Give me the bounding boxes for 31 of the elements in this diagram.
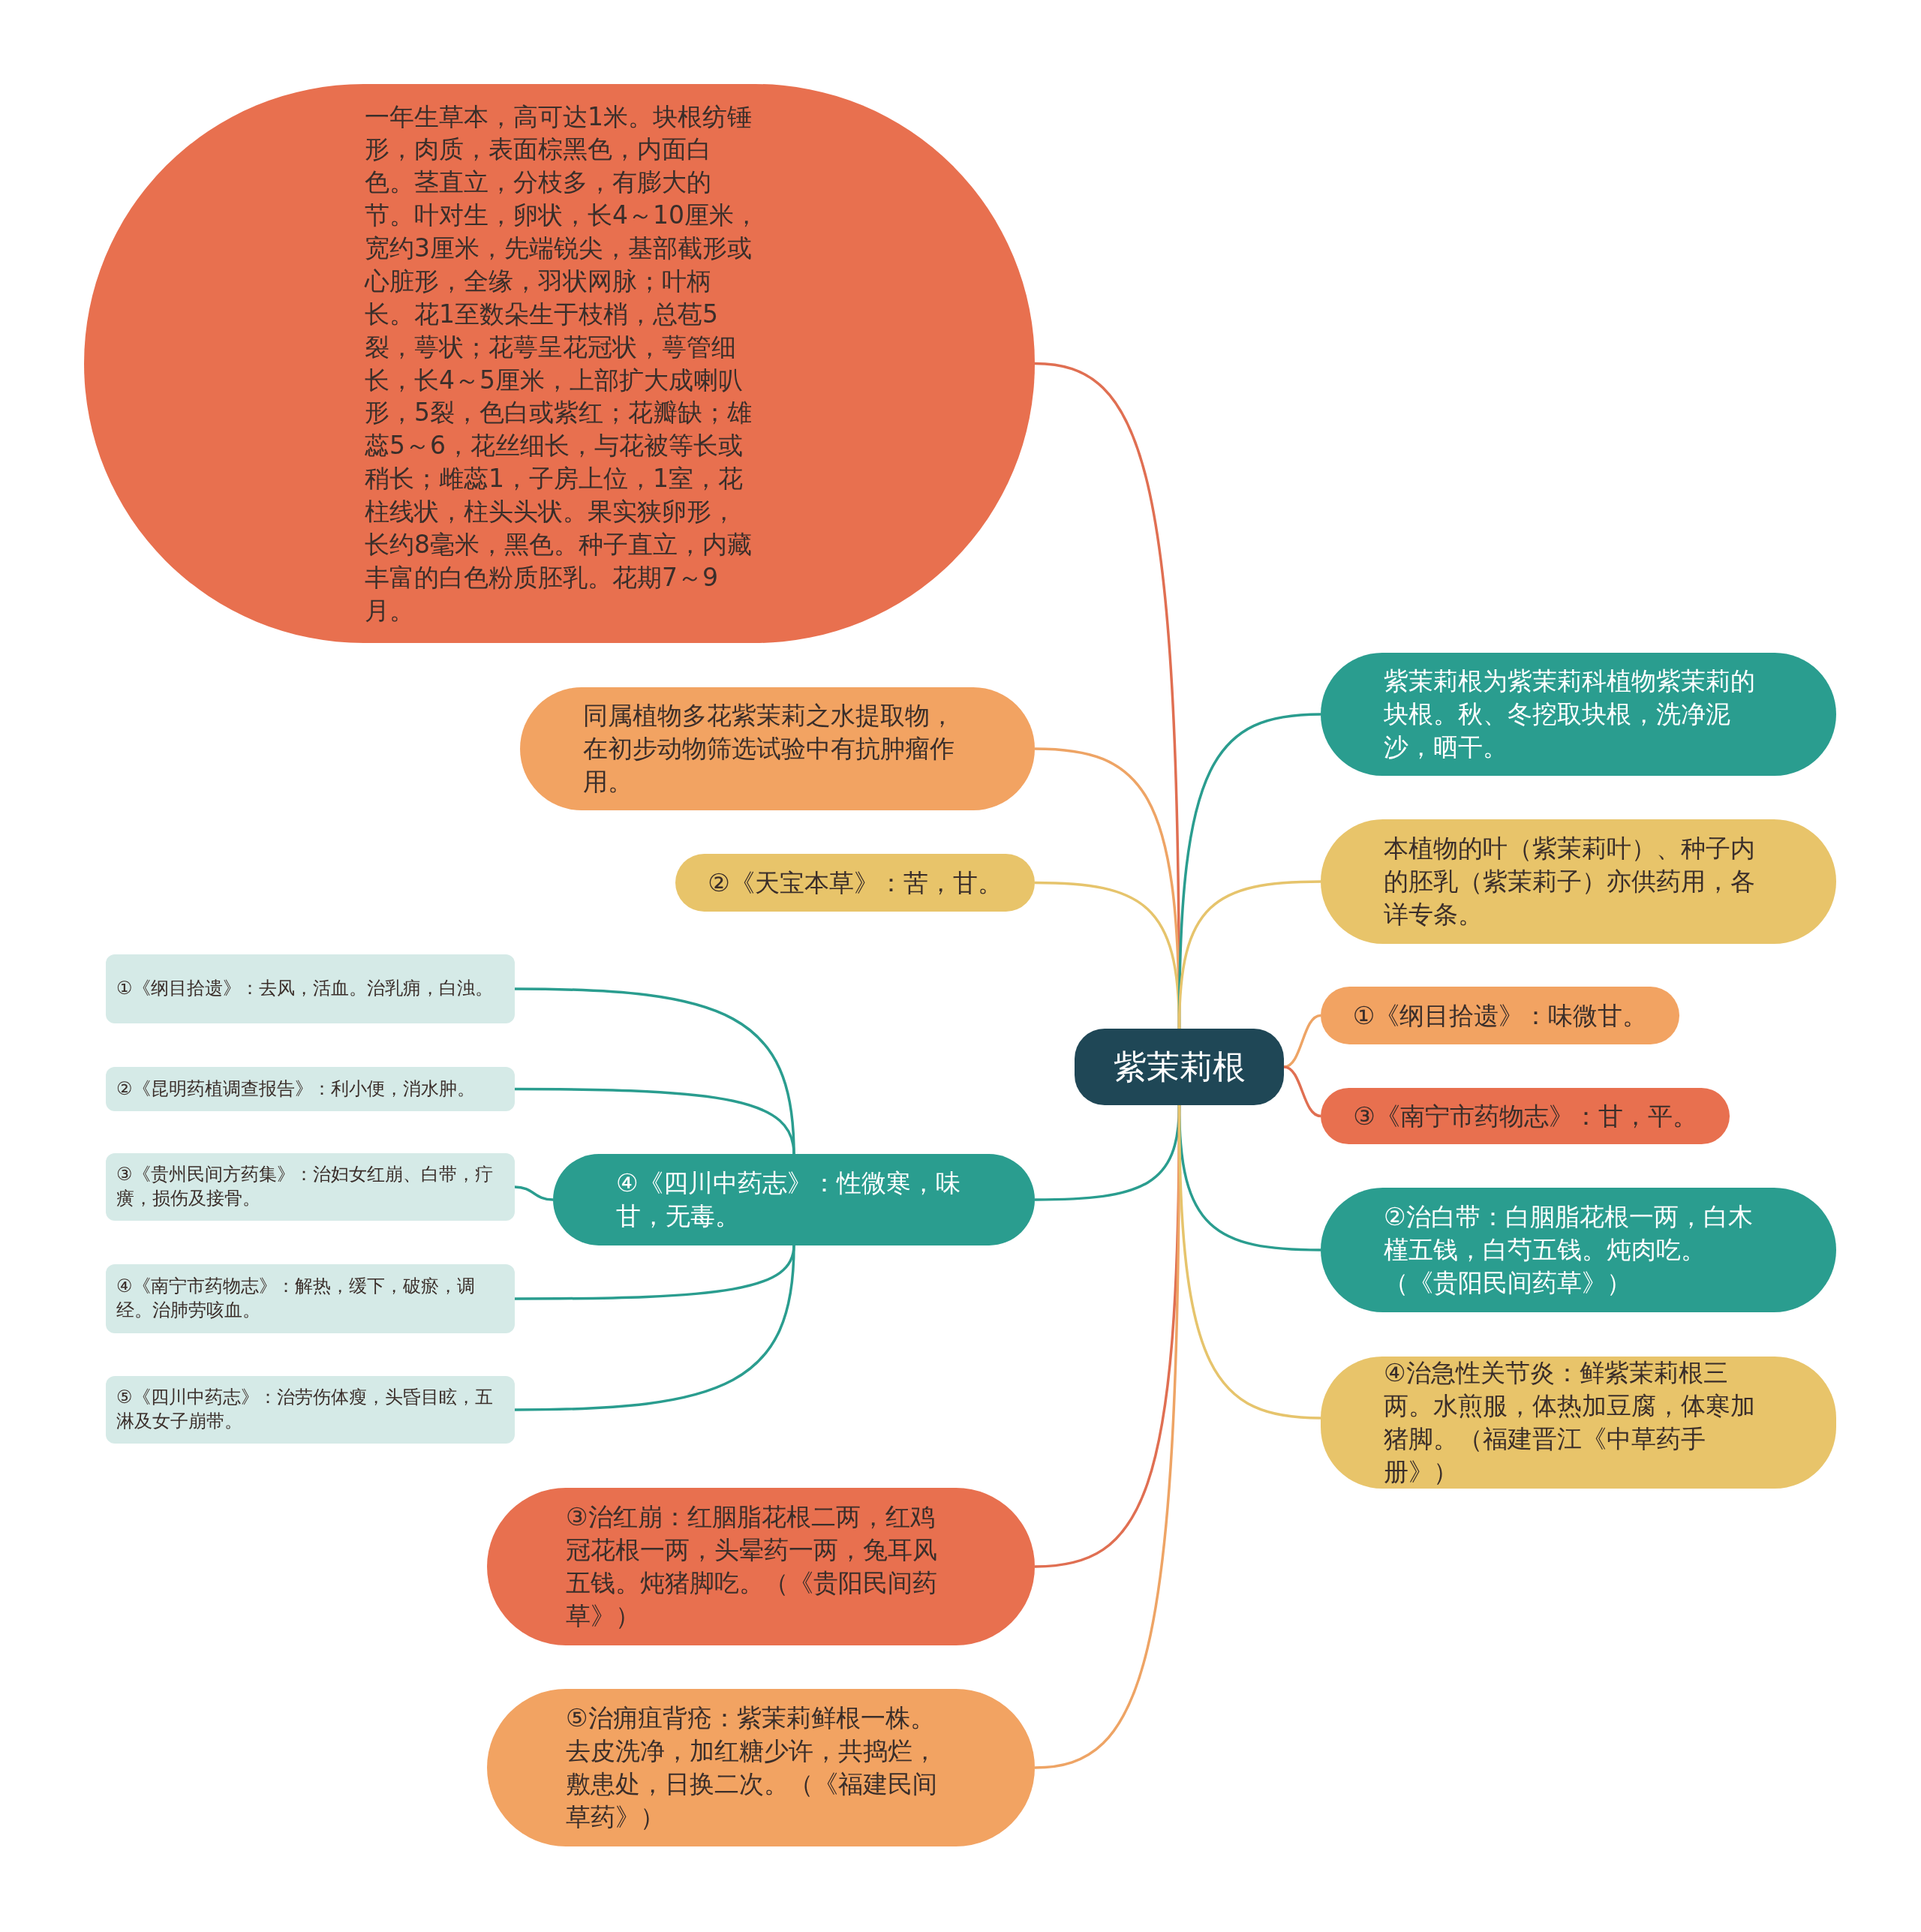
subtopic-card (106, 1153, 515, 1221)
node-text: ⑤治痈疽背疮：紫茉莉鲜根一株。去皮洗净，加红糖少许，共捣烂，敷患处，日换二次。（《福建民间草药》） (566, 1702, 938, 1833)
node-text: ⑤《四川中药志》：治劳伤体瘦，头昏目眩，五淋及女子崩带。 (116, 1386, 494, 1433)
node-text: ②治白带：白胭脂花根一两，白木槿五钱，白芍五钱。炖肉吃。（《贵阳民间药草》） (1384, 1201, 1754, 1299)
node-text: ①《纲目拾遗》：去风，活血。治乳痈，白浊。 (116, 977, 494, 1001)
node-text: ①《纲目拾遗》：味微甘。 (1352, 999, 1648, 1032)
node-text: 本植物的叶（紫茉莉叶）、种子内的胚乳（紫茉莉子）亦供药用，各详专条。 (1384, 833, 1756, 930)
node-text: 紫茉莉根为紫茉莉科植物紫茉莉的块根。秋、冬挖取块根，洗净泥沙，晒干。 (1384, 666, 1756, 763)
connector-line (1177, 880, 1321, 1029)
connector-line (514, 1185, 554, 1201)
subtopic-card (106, 1376, 515, 1444)
node-text: ④治急性关节炎：鲜紫茉莉根三两。水煎服，体热加豆腐，体寒加猪脚。（福建晋江《中草药手册》） (1384, 1357, 1756, 1488)
connector-line (515, 1087, 795, 1155)
connector-line (515, 1245, 795, 1411)
node-text: 紫茉莉根 (1113, 1046, 1246, 1087)
subtopic-card (106, 954, 515, 1023)
node-text: ④《四川中药志》：性微寒，味甘，无毒。 (616, 1167, 961, 1232)
subtopic-card (106, 1264, 515, 1333)
node-text: ②《天宝本草》：苦，甘。 (708, 867, 1003, 899)
connector-line (1283, 1065, 1321, 1118)
connector-line (1283, 1014, 1321, 1068)
node-text: ③治红崩：红胭脂花根二两，红鸡冠花根一两，头晕药一两，兔耳风五钱。炖猪脚吃。（《贵阳民间药草》） (566, 1501, 938, 1632)
subtopic-card (106, 1067, 515, 1111)
node-text: 一年生草本，高可达1米。块根纺锤形，肉质，表面棕黑色，内面白色。茎直立，分枝多，有膨大的节。叶对生，卵状，长4～10厘米，宽约3厘米，先端锐尖，基部截形或心脏形，全缘，羽状网脉；叶柄长。花1至数朵生于枝梢，总苞5裂，萼状；花萼呈花冠状，萼管细长，长4～5厘米，上部扩大成喇叭形，5裂，色白或紫红；花瓣缺；雄蕊5～6，花丝细长，与花被等长或稍长；雌蕊1，子房上位，1室，花柱线状，柱头头状。果实狭卵形，长约8毫米，黑色。种子直立，内藏丰富的白色粉质胚乳。花期7～9月。 (365, 101, 759, 626)
node-text: ④《南宁市药物志》：解热，缓下，破瘀，调经。治肺劳咳血。 (116, 1275, 476, 1322)
node-text: ②《昆明药植调查报告》：利小便，消水肿。 (116, 1077, 476, 1101)
node-text: ③《南宁市药物志》：甘，平。 (1353, 1100, 1697, 1132)
connector-line (1177, 1104, 1321, 1420)
node-text: ③《贵州民间方药集》：治妇女红崩、白带，疔癀，损伤及接骨。 (116, 1163, 494, 1210)
central-topic (1075, 1029, 1284, 1105)
node-text: 同属植物多花紫茉莉之水提取物，在初步动物筛选试验中有抗肿瘤作用。 (583, 700, 955, 798)
